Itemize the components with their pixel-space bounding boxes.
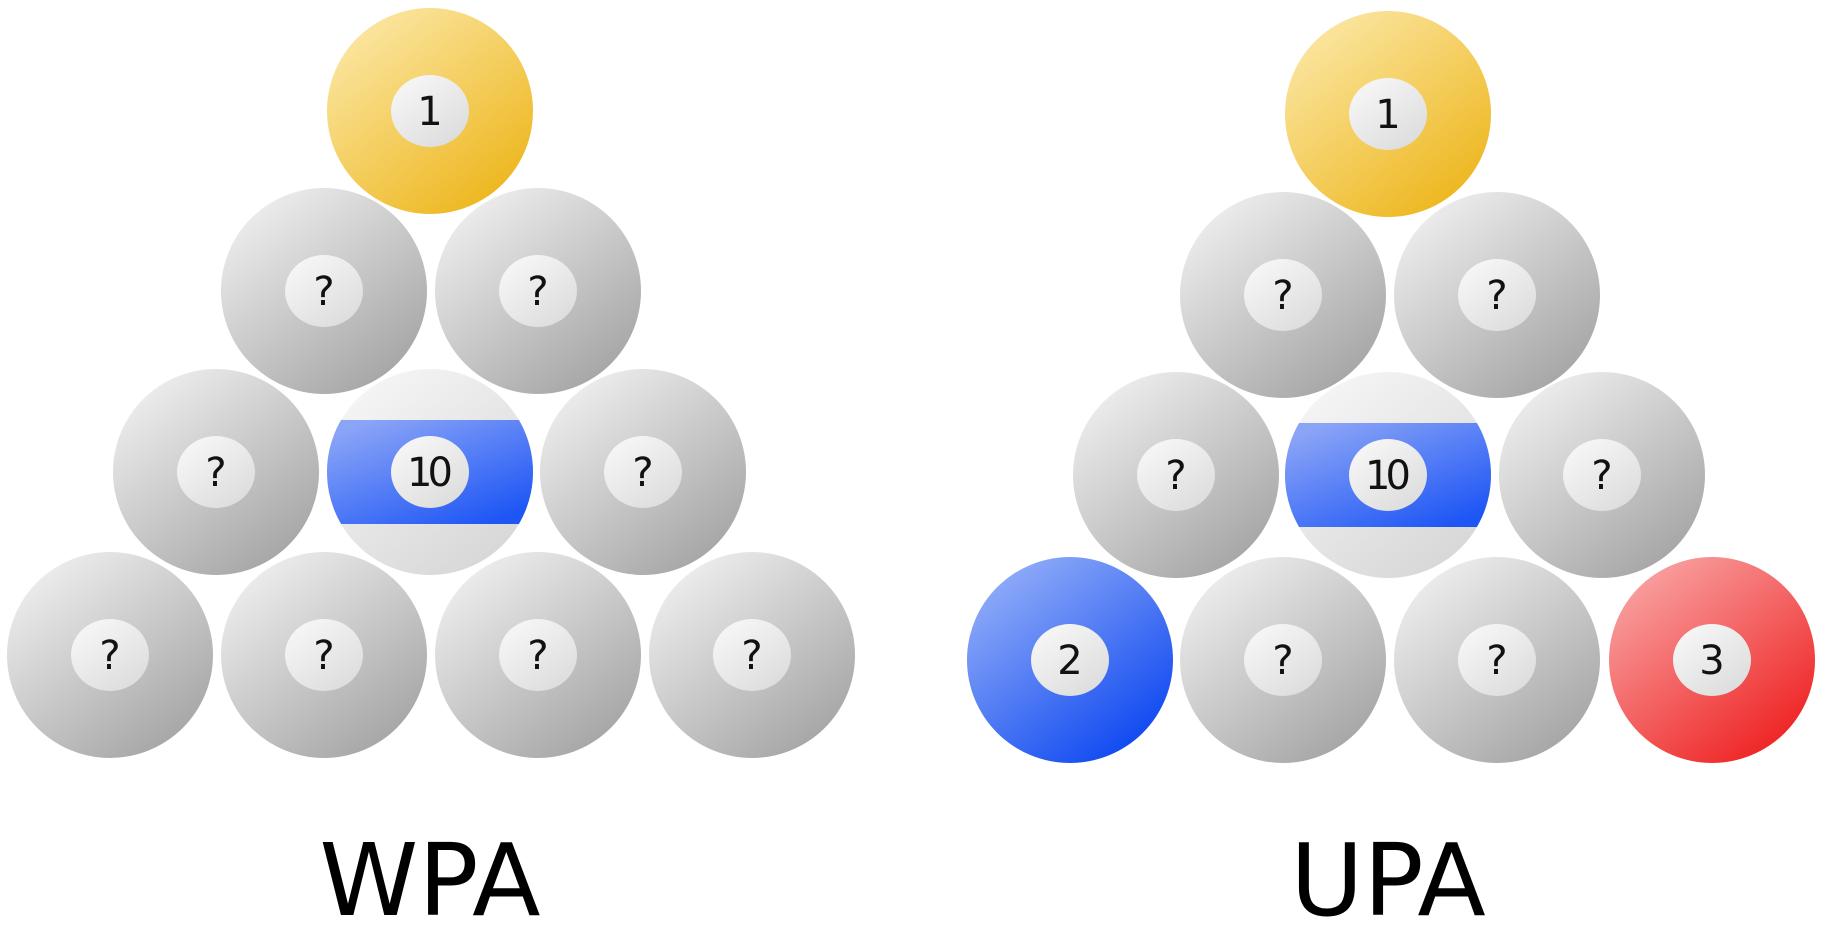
unknown-ball: ? — [1394, 192, 1600, 398]
ball-number-spot — [71, 619, 149, 691]
unknown-ball: ? — [221, 188, 427, 394]
ball-10: 10 — [1285, 372, 1491, 578]
ball-number-spot — [1137, 439, 1215, 511]
unknown-ball: ? — [1180, 557, 1386, 763]
ball-number-spot — [1673, 624, 1751, 696]
rack-wpa: 1??? 10????? — [7, 8, 855, 758]
rack-label-upa: UPA — [1290, 822, 1486, 931]
rack-label-wpa: WPA — [319, 822, 540, 931]
ball-2: 2 — [967, 557, 1173, 763]
ball-number-spot — [1244, 259, 1322, 331]
ball-number: ? — [1272, 638, 1293, 684]
ball-number-spot — [499, 255, 577, 327]
ball-1: 1 — [327, 8, 533, 214]
unknown-ball: ? — [1394, 557, 1600, 763]
ball-number: ? — [313, 633, 334, 679]
ball-number: ? — [1486, 273, 1507, 319]
unknown-ball: ? — [7, 552, 213, 758]
ball-number: ? — [1591, 453, 1612, 499]
ball-number-spot — [391, 436, 469, 508]
ball-number-spot — [713, 619, 791, 691]
ball-number-spot — [1244, 624, 1322, 696]
ball-number-spot — [177, 436, 255, 508]
ball-number-spot — [1458, 624, 1536, 696]
ball-number: 10 — [407, 450, 453, 496]
unknown-ball: ? — [540, 369, 746, 575]
ball-number: ? — [1272, 273, 1293, 319]
ball-number: ? — [1486, 638, 1507, 684]
ball-number: ? — [632, 450, 653, 496]
unknown-ball: ? — [1499, 372, 1705, 578]
ball-number-spot — [1349, 439, 1427, 511]
rack-upa: 1??? 10? 2?? 3 — [967, 11, 1815, 763]
ball-number-spot — [604, 436, 682, 508]
ball-number: ? — [313, 269, 334, 315]
ball-number-spot — [391, 75, 469, 147]
unknown-ball: ? — [221, 552, 427, 758]
unknown-ball: ? — [435, 188, 641, 394]
ball-number: 2 — [1057, 638, 1082, 684]
ball-number: 10 — [1365, 453, 1411, 499]
ball-number: ? — [741, 633, 762, 679]
ball-number-spot — [285, 255, 363, 327]
ball-1: 1 — [1285, 11, 1491, 217]
unknown-ball: ? — [1180, 192, 1386, 398]
unknown-ball: ? — [435, 552, 641, 758]
ball-number: 1 — [1375, 92, 1400, 138]
ball-number-spot — [1349, 78, 1427, 150]
unknown-ball: ? — [649, 552, 855, 758]
ball-number-spot — [1458, 259, 1536, 331]
unknown-ball: ? — [1073, 372, 1279, 578]
ball-number: 1 — [417, 89, 442, 135]
unknown-ball: ? — [113, 369, 319, 575]
ball-number: ? — [527, 633, 548, 679]
ball-number: 3 — [1699, 638, 1724, 684]
ball-10: 10 — [327, 369, 533, 575]
ball-number: ? — [205, 450, 226, 496]
ball-number: ? — [1165, 453, 1186, 499]
ball-number-spot — [1563, 439, 1641, 511]
ball-number: ? — [527, 269, 548, 315]
ball-number-spot — [499, 619, 577, 691]
ball-number-spot — [285, 619, 363, 691]
ball-number: ? — [99, 633, 120, 679]
ball-number-spot — [1031, 624, 1109, 696]
ball-3: 3 — [1609, 557, 1815, 763]
